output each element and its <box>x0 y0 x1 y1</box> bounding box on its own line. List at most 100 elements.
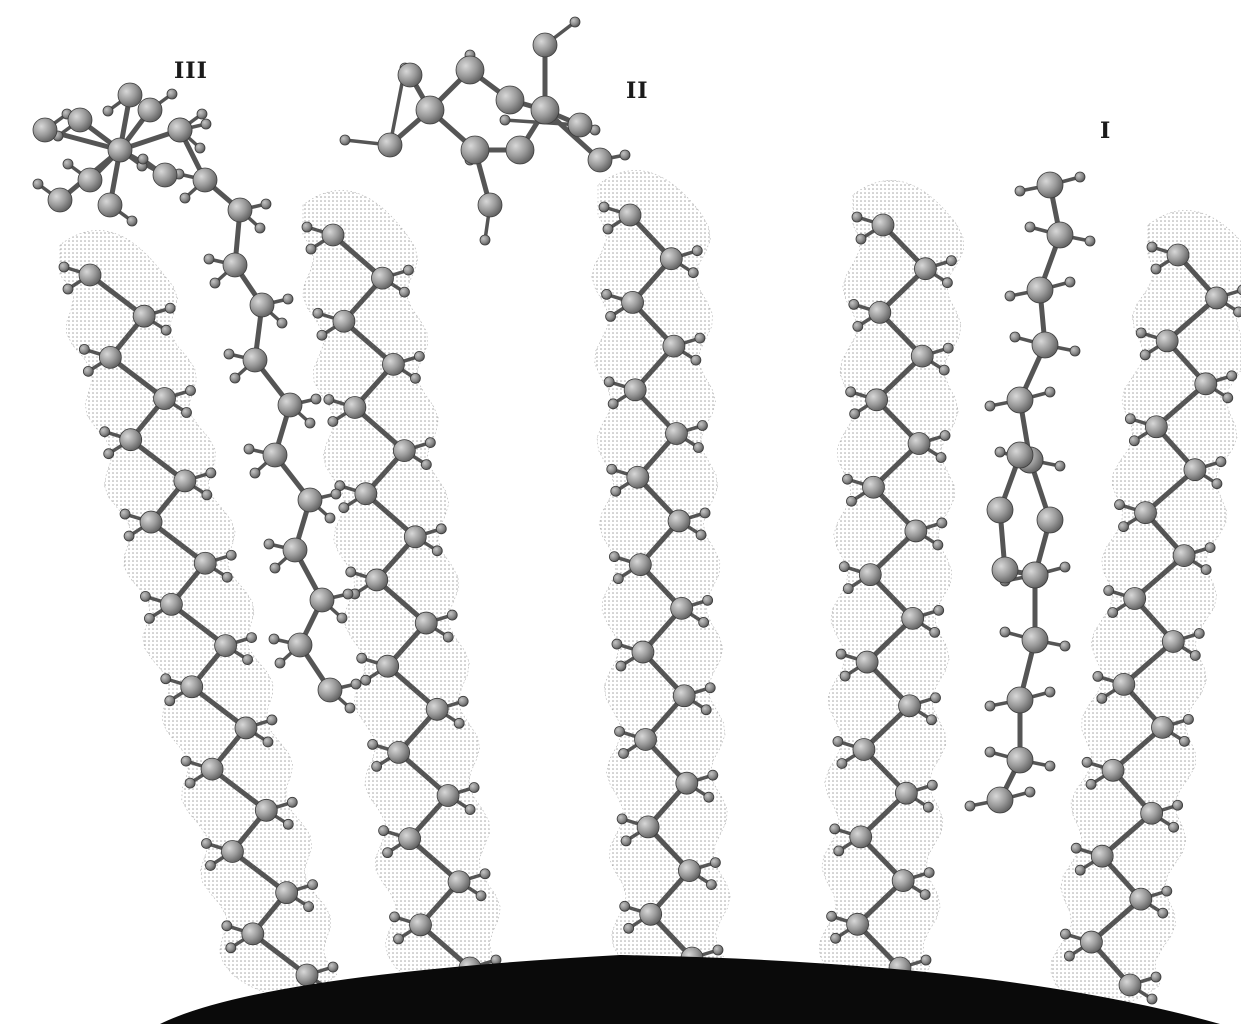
hydrogen-atom <box>339 503 349 513</box>
hydrogen-atom <box>33 179 43 189</box>
hydrogen-atom <box>328 416 338 426</box>
carbon-atom <box>987 787 1013 813</box>
hydrogen-atom <box>195 143 205 153</box>
hydrogen-atom <box>399 287 409 297</box>
hydrogen-atom <box>1173 800 1183 810</box>
hydrogen-atom <box>331 489 341 499</box>
hydrogen-atom <box>138 154 148 164</box>
carbon-atom <box>1027 277 1053 303</box>
hydrogen-atom <box>165 696 175 706</box>
carbon-atom <box>676 772 698 794</box>
hydrogen-atom <box>1000 627 1010 637</box>
hydrogen-atom <box>691 355 701 365</box>
carbon-atom <box>869 301 891 323</box>
hydrogen-atom <box>345 703 355 713</box>
hydrogen-atom <box>1216 457 1226 467</box>
hydrogen-atom <box>599 202 609 212</box>
hydrogen-atom <box>621 836 631 846</box>
carbon-atom <box>221 840 243 862</box>
carbon-atom <box>174 470 196 492</box>
hydrogen-atom <box>570 17 580 27</box>
carbon-atom <box>506 136 534 164</box>
carbon-atom <box>635 728 657 750</box>
hydrogen-atom <box>846 496 856 506</box>
hydrogen-atom <box>230 373 240 383</box>
hydrogen-atom <box>458 696 468 706</box>
carbon-atom <box>637 816 659 838</box>
hydrogen-atom <box>1136 328 1146 338</box>
carbon-atom <box>215 635 237 657</box>
hydrogen-atom <box>480 869 490 879</box>
carbon-atom <box>632 641 654 663</box>
hydrogen-atom <box>931 693 941 703</box>
carbon-atom <box>118 83 142 107</box>
hydrogen-atom <box>609 552 619 562</box>
hydrogen-atom <box>603 224 613 234</box>
hydrogen-atom <box>224 349 234 359</box>
hydrogen-atom <box>624 923 634 933</box>
hydrogen-atom <box>500 115 510 125</box>
hydrogen-atom <box>700 508 710 518</box>
hydrogen-atom <box>1227 371 1237 381</box>
hydrogen-atom <box>619 748 629 758</box>
carbon-atom <box>399 828 421 850</box>
hydrogen-atom <box>831 933 841 943</box>
hydrogen-atom <box>1045 687 1055 697</box>
carbon-atom <box>99 346 121 368</box>
hydrogen-atom <box>79 344 89 354</box>
hydrogen-atom <box>357 653 367 663</box>
hydrogen-atom <box>372 761 382 771</box>
carbon-atom <box>1206 287 1228 309</box>
hydrogen-atom <box>1005 291 1015 301</box>
carbon-atom <box>1032 332 1058 358</box>
hydrogen-atom <box>1060 562 1070 572</box>
carbon-atom <box>856 651 878 673</box>
hydrogen-atom <box>927 715 937 725</box>
hydrogen-atom <box>1147 242 1157 252</box>
carbon-atom <box>905 520 927 542</box>
molecule-label-I: I <box>1100 118 1111 144</box>
hydrogen-atom <box>275 658 285 668</box>
carbon-atom <box>663 335 685 357</box>
hydrogen-atom <box>1045 387 1055 397</box>
hydrogen-atom <box>830 824 840 834</box>
hydrogen-atom <box>379 826 389 836</box>
hydrogen-atom <box>923 802 933 812</box>
hydrogen-atom <box>308 880 318 890</box>
hydrogen-atom <box>849 299 859 309</box>
hydrogen-atom <box>267 715 277 725</box>
hydrogen-atom <box>934 605 944 615</box>
hydrogen-atom <box>985 401 995 411</box>
carbon-atom <box>892 870 914 892</box>
carbon-atom <box>382 353 404 375</box>
carbon-atom <box>902 607 924 629</box>
envelope-2 <box>303 190 501 988</box>
hydrogen-atom <box>222 921 232 931</box>
hydrogen-atom <box>140 591 150 601</box>
carbon-atom <box>1022 627 1048 653</box>
hydrogen-atom <box>836 649 846 659</box>
hydrogen-atom <box>261 199 271 209</box>
envelope-3 <box>592 170 730 978</box>
carbon-atom <box>911 345 933 367</box>
carbon-atom <box>243 348 267 372</box>
hydrogen-atom <box>853 321 863 331</box>
carbon-atom <box>660 248 682 270</box>
carbon-atom <box>410 914 432 936</box>
carbon-atom <box>120 429 142 451</box>
hydrogen-atom <box>1205 543 1215 553</box>
carbon-atom <box>318 678 342 702</box>
hydrogen-atom <box>204 254 214 264</box>
carbon-atom <box>1156 330 1178 352</box>
carbon-atom <box>1130 888 1152 910</box>
hydrogen-atom <box>1183 714 1193 724</box>
hydrogen-atom <box>185 778 195 788</box>
hydrogen-atom <box>414 351 424 361</box>
hydrogen-atom <box>432 546 442 556</box>
hydrogen-atom <box>1104 586 1114 596</box>
carbon-atom <box>168 118 192 142</box>
carbon-atom <box>622 291 644 313</box>
hydrogen-atom <box>840 671 850 681</box>
hydrogen-atom <box>985 701 995 711</box>
oxygen-atom <box>533 33 557 57</box>
